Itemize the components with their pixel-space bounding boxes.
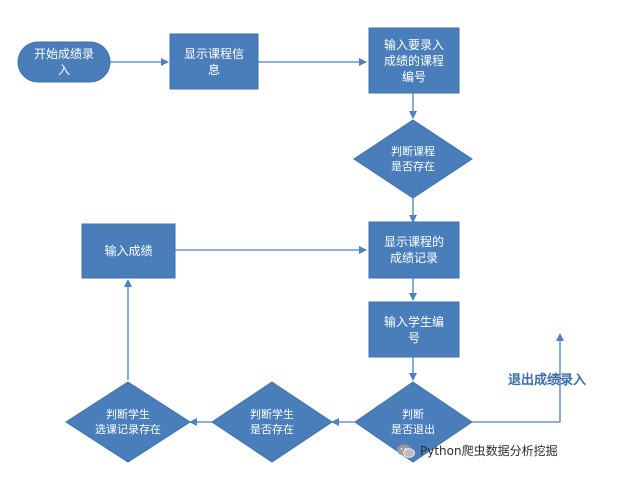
show-course-process: [169, 33, 259, 90]
start-terminator: [17, 41, 111, 83]
input-score-process: [81, 223, 176, 279]
exit-label: 退出成绩录入: [508, 373, 587, 388]
wechat-icon: [397, 444, 415, 458]
show-record-process: [368, 221, 460, 279]
check-student-decision: [211, 381, 333, 463]
arrow-check-exit-to-exit: [472, 333, 564, 423]
connectors: [110, 58, 564, 426]
check-exit-decision: [354, 381, 473, 463]
input-student-id-process: [368, 301, 460, 358]
check-enrollment-decision: [65, 381, 191, 463]
watermark-text: Python爬虫数据分析挖掘: [420, 444, 558, 458]
check-course-decision: [353, 119, 473, 199]
watermark: Python爬虫数据分析挖掘: [396, 442, 558, 459]
shapes: [17, 27, 473, 463]
input-course-id-process: [368, 27, 460, 94]
